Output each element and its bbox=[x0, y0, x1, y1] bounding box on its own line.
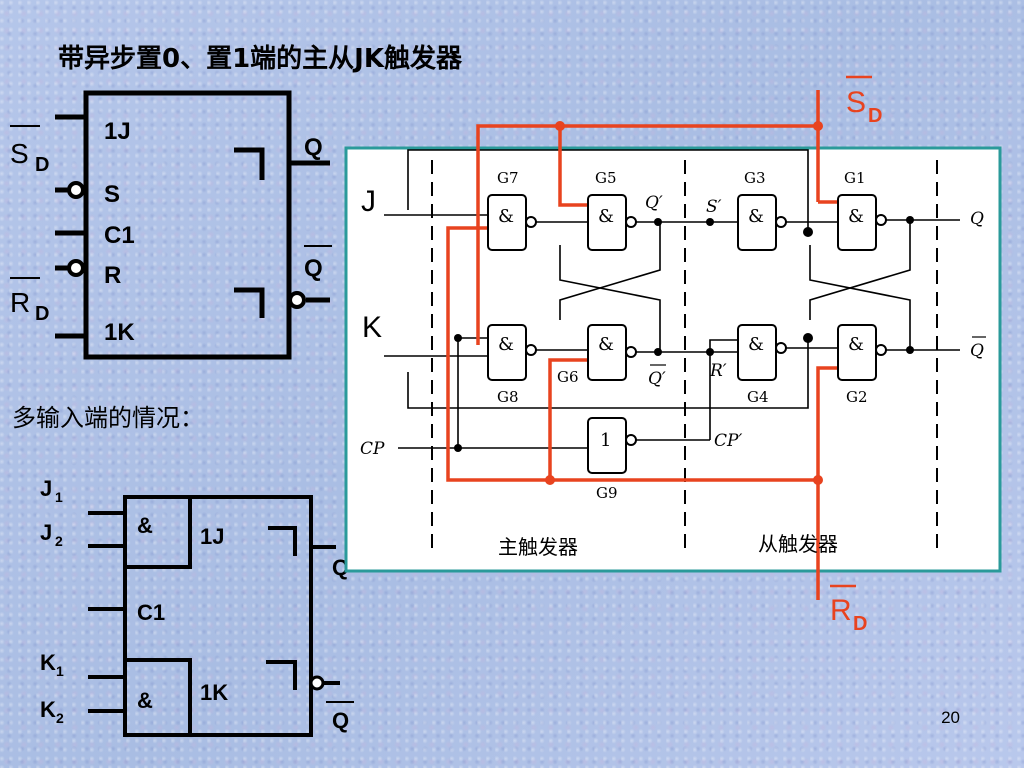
cp-label: CP bbox=[360, 439, 385, 459]
input-label-r: R bbox=[104, 262, 121, 289]
internal-label-c1: C1 bbox=[137, 600, 165, 625]
k2-label: K bbox=[40, 697, 56, 722]
circuit-sd-label-sub: D bbox=[868, 105, 882, 127]
g8-label: G8 bbox=[497, 388, 519, 406]
g2-symbol: & bbox=[848, 334, 864, 355]
rd-inversion-bubble bbox=[67, 259, 85, 277]
q-prime-label: Q′ bbox=[645, 193, 663, 213]
input-label-s: S bbox=[104, 181, 120, 208]
and-label-k: & bbox=[137, 688, 153, 713]
k1-label: K bbox=[40, 650, 56, 675]
r-prime-label: R′ bbox=[709, 361, 727, 381]
g7-symbol: & bbox=[498, 206, 514, 227]
gate-g4 bbox=[737, 324, 777, 381]
g7-label: G7 bbox=[497, 169, 519, 187]
and-gate-j bbox=[123, 495, 192, 569]
j1-label: J bbox=[40, 476, 52, 501]
input-label-c1: C1 bbox=[104, 222, 135, 249]
k-input-label: K bbox=[362, 311, 382, 344]
circuit-rd-label: R bbox=[830, 594, 852, 627]
input-label-1k: 1K bbox=[104, 319, 135, 346]
sd-label-sub: D bbox=[35, 154, 49, 176]
qbar2-inversion-bubble bbox=[309, 675, 325, 691]
slide-title: 带异步置0、置1端的主从JK触发器 bbox=[58, 44, 463, 74]
g6-label: G6 bbox=[557, 368, 579, 386]
output-qbar-label: Q bbox=[304, 255, 323, 282]
g1-label: G1 bbox=[844, 169, 866, 187]
g8-symbol: & bbox=[498, 334, 514, 355]
g3-symbol: & bbox=[748, 206, 764, 227]
g4-label: G4 bbox=[747, 388, 769, 406]
sd-inversion-bubble bbox=[67, 181, 85, 199]
g9-symbol: 1 bbox=[600, 430, 611, 451]
page-number: 20 bbox=[941, 708, 960, 727]
k2-label-sub: 2 bbox=[56, 710, 64, 726]
j2-label: J bbox=[40, 520, 52, 545]
j1-label-sub: 1 bbox=[55, 489, 63, 505]
gate-g9 bbox=[587, 417, 627, 474]
sd-label: S bbox=[10, 138, 29, 169]
and-gate-k bbox=[123, 658, 192, 737]
s-prime-label: S′ bbox=[706, 197, 722, 217]
multi-input-heading: 多输入端的情况： bbox=[12, 404, 204, 432]
master-section-label: 主触发器 bbox=[498, 535, 578, 559]
g3-label: G3 bbox=[744, 169, 766, 187]
output-qbar2-label: Q bbox=[332, 708, 349, 733]
circuit-panel bbox=[344, 146, 1002, 573]
g1-symbol: & bbox=[848, 206, 864, 227]
circuit-sd-label: S bbox=[846, 86, 866, 119]
circuit-rd-label-sub: D bbox=[853, 613, 867, 635]
g2-label: G2 bbox=[846, 388, 868, 406]
internal-label-1k: 1K bbox=[200, 680, 228, 705]
rd-label-sub: D bbox=[35, 303, 49, 325]
flipflop-body bbox=[83, 90, 292, 360]
internal-label-1j: 1J bbox=[200, 524, 224, 549]
rd-label: R bbox=[10, 287, 30, 318]
input-label-1j: 1J bbox=[104, 118, 131, 145]
g5-symbol: & bbox=[598, 206, 614, 227]
q-output-label: Q bbox=[970, 209, 984, 229]
qbar-inversion-bubble bbox=[288, 291, 306, 309]
g9-label: G9 bbox=[596, 484, 618, 502]
k1-label-sub: 1 bbox=[56, 663, 64, 679]
j-input-label: J bbox=[361, 185, 376, 218]
flipflop2-body bbox=[123, 495, 313, 737]
j2-label-sub: 2 bbox=[55, 533, 63, 549]
g4-symbol: & bbox=[748, 334, 764, 355]
qbar-output-label: Q bbox=[970, 341, 984, 361]
g5-label: G5 bbox=[595, 169, 617, 187]
red-async-wiring bbox=[446, 90, 838, 600]
and-label-j: & bbox=[137, 513, 153, 538]
output-q-label: Q bbox=[304, 134, 323, 161]
cp-prime-label: CP′ bbox=[714, 431, 742, 451]
qbar-prime-label: Q′ bbox=[648, 369, 666, 389]
slave-section-label: 从触发器 bbox=[758, 532, 838, 556]
g6-symbol: & bbox=[598, 334, 614, 355]
